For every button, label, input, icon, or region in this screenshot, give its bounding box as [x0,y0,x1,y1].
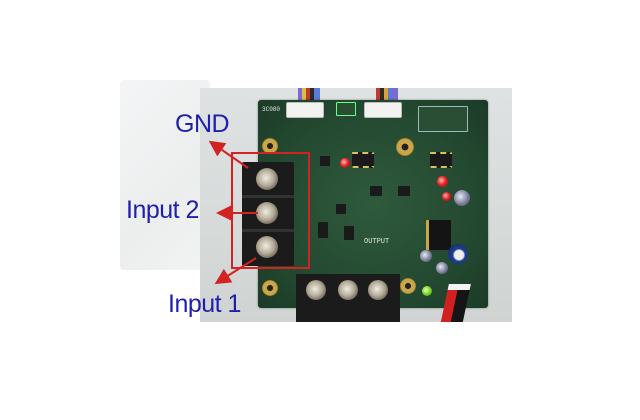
ic-chip [430,152,452,168]
output-screw-terminal [368,280,388,300]
red-led [340,158,350,168]
ic-chip [370,186,382,196]
ten-pin-header [418,106,468,132]
output-screw-terminal [306,280,326,300]
screw-terminal-input2 [256,202,278,224]
terminal-divider [242,195,294,198]
red-led [442,192,451,201]
screw-terminal-input1 [256,236,278,258]
ic-chip [320,156,330,166]
three-pin-header [336,102,356,116]
ic-chip [336,204,346,214]
power-regulator [426,220,451,250]
green-led [422,286,432,296]
ic-chip [352,152,374,168]
terminal-divider [242,229,294,232]
background-light-panel [120,80,210,270]
silkscreen-corner-label: 3C080 [262,106,281,113]
pcb-board: 3C080 OUTPUT [258,100,488,308]
screw-terminal-gnd [256,168,278,190]
header-connector-left [286,102,324,118]
ic-chip [318,222,328,238]
capacitor [454,190,470,206]
label-input2: Input 2 [126,196,199,224]
ic-chip [344,226,354,240]
output-screw-terminal [338,280,358,300]
arrow-gnd [208,140,249,169]
circuit-board-photo: 3C080 OUTPUT [200,88,512,322]
terminal-highlight-box [231,152,310,269]
mounting-hole-bottom-left [262,280,278,296]
mounting-hole-bottom-right [400,278,416,294]
capacitor [420,250,432,262]
silkscreen-output-label: OUTPUT [364,238,390,246]
ic-chip [398,186,410,196]
electrolytic-capacitor [448,244,468,264]
mounting-hole-top-center [396,138,414,156]
capacitor [436,262,448,274]
arrow-input1 [214,257,257,285]
red-led [437,176,448,187]
label-gnd: GND [175,110,230,138]
header-connector-right [364,102,402,118]
mounting-hole-top-left [262,138,278,154]
label-input1: Input 1 [168,290,241,318]
output-terminal-block [296,274,400,322]
